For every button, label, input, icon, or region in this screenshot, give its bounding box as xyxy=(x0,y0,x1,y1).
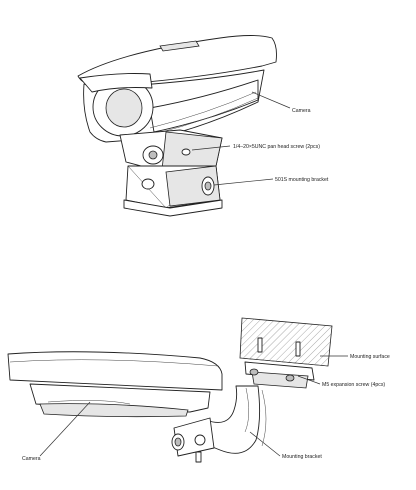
bottom-camera-housing xyxy=(7,351,223,418)
bottom-camera-label: Camera xyxy=(22,456,41,462)
bottom-figure: Mounting surface M5 expansion screw (4pc… xyxy=(7,317,390,463)
bottom-bracket-leader xyxy=(249,431,281,457)
bottom-bracket-label: Mounting bracket xyxy=(282,454,322,460)
top-bracket-label: 501S mounting bracket xyxy=(275,177,329,183)
top-camera-housing xyxy=(77,35,277,143)
top-figure: Camera 1/4–20×5UNC pan head screw (2pcs)… xyxy=(77,35,329,217)
bottom-mounting-bracket xyxy=(171,361,315,463)
top-bracket-leader xyxy=(213,178,274,186)
bottom-camera-leader xyxy=(39,401,91,457)
mounting-surface xyxy=(239,317,333,367)
expansion-label: M5 expansion screw (4pcs) xyxy=(322,382,385,388)
top-camera-label: Camera xyxy=(292,108,311,114)
expansion-leader xyxy=(297,375,321,385)
top-camera-leader xyxy=(251,91,291,109)
surface-label: Mounting surface xyxy=(350,354,390,360)
top-mounting-bracket xyxy=(119,129,223,217)
top-screw-leader xyxy=(191,145,231,151)
top-screw-label: 1/4–20×5UNC pan head screw (2pcs) xyxy=(233,144,320,150)
